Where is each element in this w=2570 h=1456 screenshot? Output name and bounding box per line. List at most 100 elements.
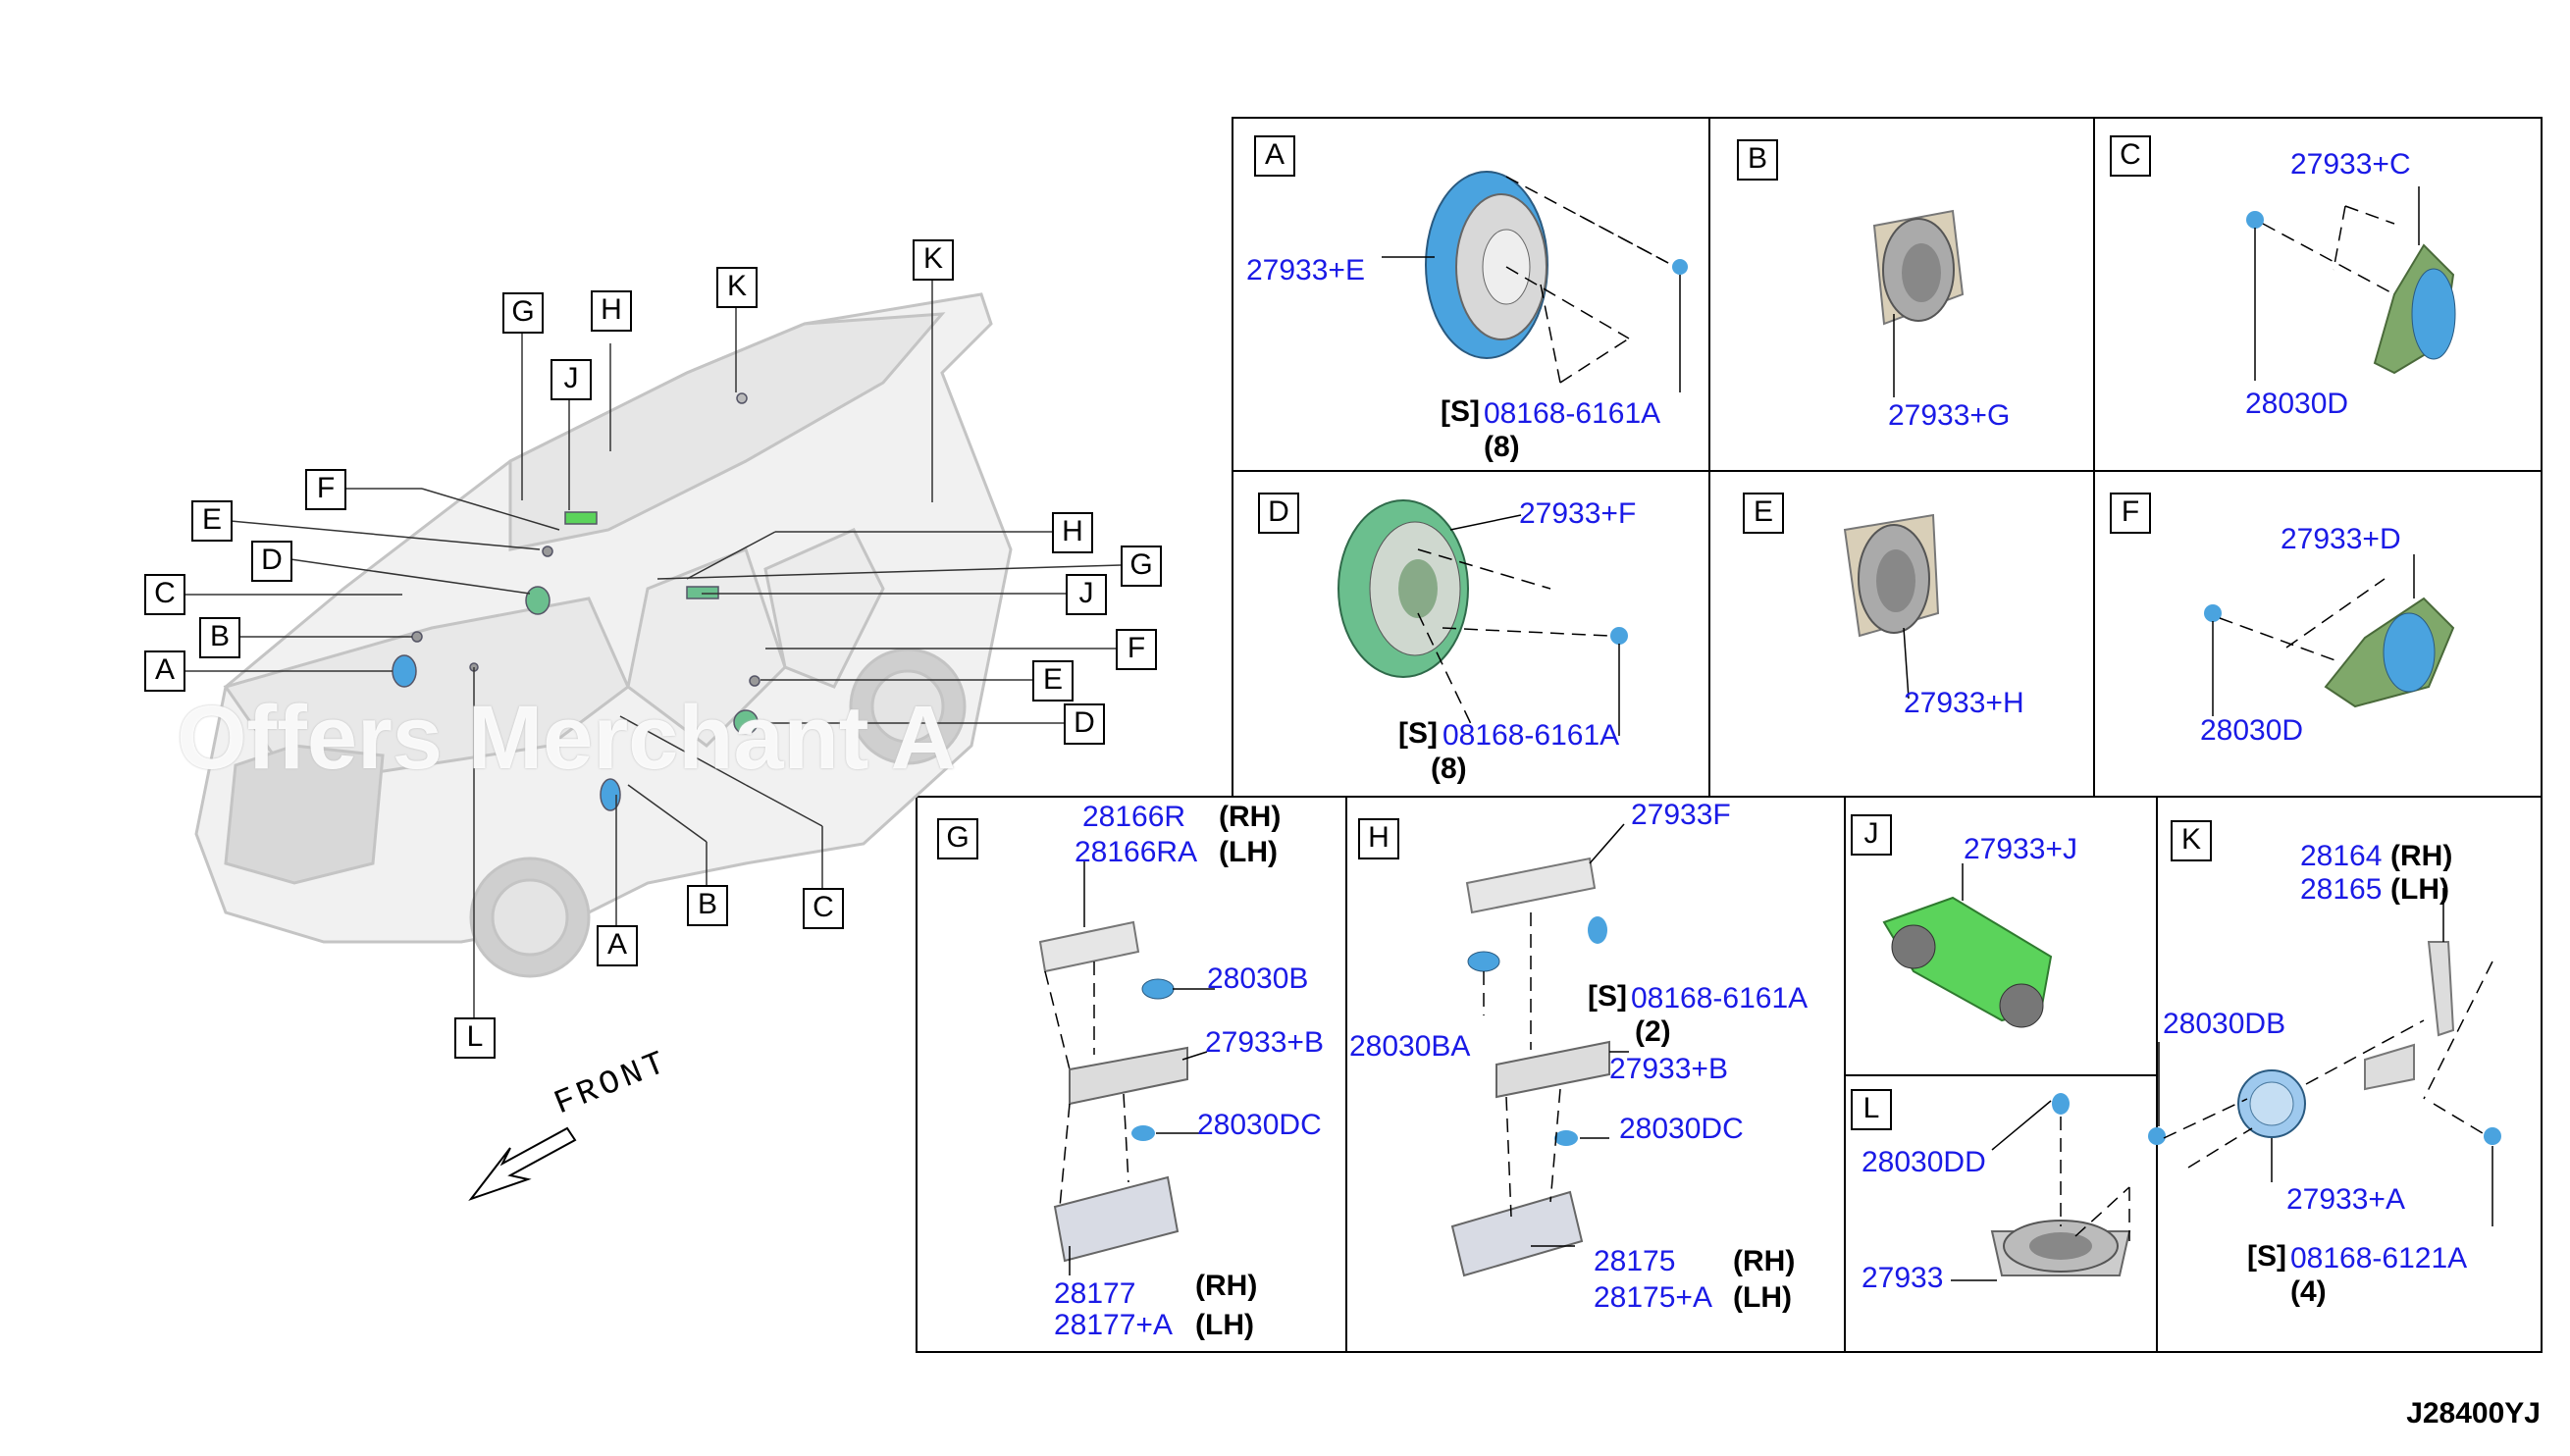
callout-g-front[interactable]: G: [502, 292, 544, 334]
panel-g-rh-top: (RH): [1219, 801, 1282, 833]
part-28030d-f[interactable]: 28030D: [2200, 714, 2304, 747]
callout-k-rear[interactable]: K: [913, 239, 954, 281]
part-27933-a[interactable]: 27933+A: [2286, 1183, 2405, 1216]
part-28030db[interactable]: 28030DB: [2163, 1008, 2286, 1040]
callout-c-rear[interactable]: C: [803, 888, 844, 929]
panel-k-qty: (4): [2290, 1275, 2327, 1308]
part-28030dd[interactable]: 28030DD: [1862, 1146, 1986, 1178]
part-08168-6161a-h[interactable]: 08168-6161A: [1631, 982, 1809, 1014]
panel-c-graphic: [2246, 186, 2456, 381]
panel-k-graphic: [2148, 888, 2501, 1226]
part-08168-6161a-a[interactable]: 08168-6161A: [1484, 397, 1661, 430]
panel-k-s-mark: [S]: [2247, 1240, 2286, 1273]
callout-d-rear[interactable]: D: [1064, 703, 1105, 745]
panel-b-label: B: [1737, 139, 1778, 181]
panel-h-label: H: [1358, 818, 1399, 859]
panel-j-graphic: [1882, 863, 2053, 1028]
part-28175[interactable]: 28175: [1594, 1245, 1676, 1277]
panel-d-graphic: [1337, 499, 1628, 736]
front-arrow-icon: [468, 1126, 577, 1202]
panel-d-label: D: [1258, 493, 1299, 534]
part-28030d-c[interactable]: 28030D: [2245, 388, 2349, 420]
part-27933-b-g[interactable]: 27933+B: [1205, 1026, 1324, 1059]
panel-h-s-mark: [S]: [1588, 980, 1627, 1013]
part-27933-h[interactable]: 27933+H: [1904, 687, 2024, 719]
panel-g-label: G: [937, 818, 978, 859]
part-27933-e[interactable]: 27933+E: [1246, 254, 1365, 286]
panel-a-qty: (8): [1484, 431, 1520, 463]
part-27933-c[interactable]: 27933+C: [2290, 148, 2411, 181]
panel-grid: [916, 117, 2543, 1353]
panel-j-label: J: [1851, 814, 1892, 856]
part-28175-a[interactable]: 28175+A: [1594, 1281, 1712, 1314]
callout-l[interactable]: L: [454, 1017, 496, 1059]
panel-a-graphic: [1382, 171, 1688, 392]
part-08168-6161a-d[interactable]: 08168-6161A: [1442, 719, 1620, 752]
callout-j-front[interactable]: J: [551, 359, 592, 400]
panel-h-graphic: [1450, 823, 1629, 1277]
panel-k-lh: (LH): [2390, 873, 2449, 906]
part-27933-d[interactable]: 27933+D: [2281, 523, 2401, 555]
callout-h-front[interactable]: H: [591, 290, 632, 332]
panel-g-rh-bottom: (RH): [1195, 1270, 1258, 1302]
callout-b-front[interactable]: B: [199, 617, 240, 658]
part-28164[interactable]: 28164: [2300, 840, 2383, 872]
callout-d-front[interactable]: D: [251, 541, 292, 582]
panel-d-qty: (8): [1431, 753, 1467, 785]
panel-k-rh: (RH): [2390, 840, 2453, 872]
part-08168-6121a[interactable]: 08168-6121A: [2290, 1242, 2468, 1274]
panel-b-graphic: [1872, 209, 1965, 397]
part-28166ra[interactable]: 28166RA: [1075, 836, 1198, 868]
vehicle-illustration: [194, 292, 1013, 978]
panel-e-graphic: [1843, 513, 1940, 700]
callout-j-rear[interactable]: J: [1066, 574, 1107, 615]
callout-k-top[interactable]: K: [716, 267, 758, 308]
panel-l-label: L: [1851, 1089, 1892, 1130]
panel-a-label: A: [1254, 135, 1295, 177]
part-27933-g[interactable]: 27933+G: [1888, 399, 2011, 432]
part-28166r[interactable]: 28166R: [1082, 801, 1186, 833]
vehicle-speakers: [392, 392, 761, 811]
panel-g-lh-bottom: (LH): [1195, 1309, 1254, 1341]
panel-e-label: E: [1743, 493, 1784, 534]
panel-g-lh-top: (LH): [1219, 836, 1278, 868]
drawing-code: J28400YJ: [2406, 1397, 2541, 1430]
vehicle-leaders: [182, 280, 1122, 1017]
part-28030b[interactable]: 28030B: [1207, 962, 1309, 995]
panel-f-graphic: [2204, 554, 2455, 716]
callout-a-front[interactable]: A: [144, 650, 185, 692]
watermark: Offers Merchant A: [177, 688, 957, 788]
part-27933[interactable]: 27933: [1862, 1262, 1944, 1294]
part-27933f[interactable]: 27933F: [1631, 799, 1731, 831]
callout-h-rear[interactable]: H: [1052, 512, 1093, 553]
panel-d-s-mark: [S]: [1398, 717, 1438, 750]
panel-k-label: K: [2171, 820, 2212, 861]
panel-l-graphic: [1951, 1093, 2131, 1281]
callout-e-rear[interactable]: E: [1032, 660, 1074, 702]
callout-f-rear[interactable]: F: [1116, 629, 1157, 670]
part-28177[interactable]: 28177: [1054, 1277, 1136, 1310]
panel-h-qty: (2): [1635, 1015, 1671, 1048]
callout-g-rear[interactable]: G: [1121, 546, 1162, 587]
panel-c-label: C: [2110, 135, 2151, 177]
panel-g-graphic: [1038, 861, 1215, 1275]
panel-h-lh: (LH): [1733, 1281, 1792, 1314]
part-27933-b-h[interactable]: 27933+B: [1609, 1053, 1728, 1085]
callout-f-front[interactable]: F: [305, 469, 346, 510]
panel-h-rh: (RH): [1733, 1245, 1796, 1277]
part-28165[interactable]: 28165: [2300, 873, 2383, 906]
callout-e-front[interactable]: E: [191, 500, 233, 542]
panel-a-s-mark: [S]: [1441, 395, 1480, 428]
callout-a-rear[interactable]: A: [597, 925, 638, 966]
part-27933-j[interactable]: 27933+J: [1964, 833, 2077, 865]
callout-c-front[interactable]: C: [144, 574, 185, 615]
part-28030dc-h[interactable]: 28030DC: [1619, 1113, 1744, 1145]
part-28030ba[interactable]: 28030BA: [1349, 1030, 1471, 1063]
panel-f-label: F: [2110, 493, 2151, 534]
part-27933-f[interactable]: 27933+F: [1519, 497, 1637, 530]
callout-b-rear[interactable]: B: [687, 885, 728, 926]
part-28030dc-g[interactable]: 28030DC: [1197, 1109, 1322, 1141]
part-28177-a[interactable]: 28177+A: [1054, 1309, 1173, 1341]
